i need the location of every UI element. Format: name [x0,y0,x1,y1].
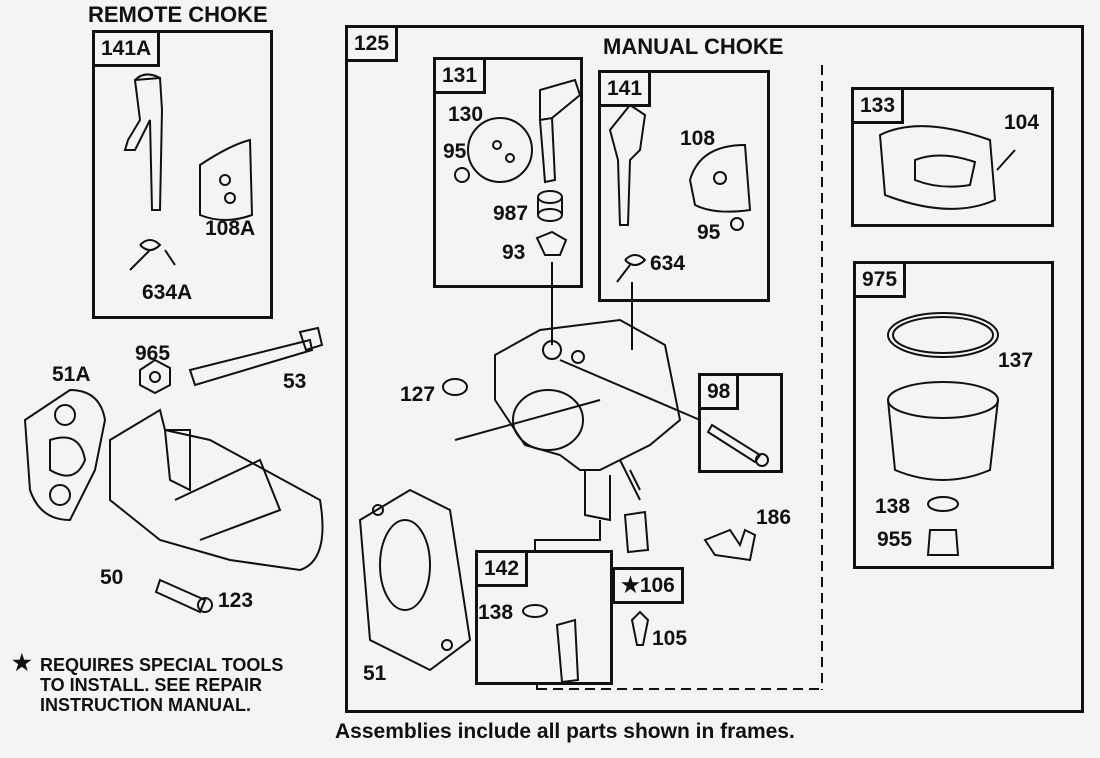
part-label: 634A [142,281,193,304]
frame-tag: 141A [92,30,161,68]
part-label: 93 [502,241,526,264]
part-label: 987 [493,202,529,225]
frame-975: 975 [853,261,1054,569]
leader-lines [454,262,701,690]
choke-shaft-131-drawing [538,78,582,184]
part-label: 634 [650,252,686,275]
part-label: 95 [697,221,721,244]
gasket-137-drawing [887,312,999,358]
spring-634A-drawing [129,239,176,271]
dashed-separator [537,65,823,690]
special-tools-note: ★ REQUIRES SPECIAL TOOLS TO INSTALL. SEE… [12,650,284,716]
frame-98: 98 [698,373,783,473]
needle-jet-142-drawing [522,604,580,684]
float-bowl-975-drawing [887,381,999,481]
spring-634-drawing [616,254,647,283]
screw-95-drawing [454,167,470,183]
note-line: REQUIRES SPECIAL TOOLS [40,655,284,675]
needle-98-drawing [706,423,769,467]
choke-valve-130-drawing [467,117,533,183]
footer-note: Assemblies include all parts shown in fr… [335,720,795,743]
frame-tag: 975 [853,261,907,299]
carburetor-body-125-drawing [494,318,682,522]
part-label: 965 [135,342,171,365]
part-label: 138 [478,601,514,624]
cap-127-drawing [442,378,468,396]
choke-lever-141A-drawing [123,73,164,211]
choke-plate-108A-drawing [199,138,254,221]
frame-tag: ★106 [612,567,684,605]
part-label: 138 [875,495,911,518]
note-line: TO INSTALL. SEE REPAIR [40,675,263,695]
part-label: 186 [756,506,792,529]
part-label: 137 [998,349,1034,372]
frame-tag: 125 [345,25,399,63]
remote-choke-title: REMOTE CHOKE [88,2,268,27]
needle-105-drawing [630,610,650,646]
fitting-186-drawing [703,528,757,562]
part-label: 104 [1004,111,1040,134]
bolt-955-drawing [926,529,960,556]
frame-tag: 131 [433,57,487,95]
part-label: 51A [52,363,91,386]
gasket-51A-drawing [23,388,107,522]
frame-141: 141 [598,70,770,302]
part-label: 95 [443,140,467,163]
part-label: 53 [283,370,307,393]
throttle-plate-108-drawing [688,143,752,213]
bushing-987-drawing [537,190,563,222]
frame-141A: 141A [92,30,273,319]
part-label: 50 [100,566,124,589]
intake-elbow-50-drawing [109,408,324,572]
fitting-53-drawing [188,326,324,387]
pin-104-drawing [996,149,1016,171]
part-label: 108A [205,217,256,240]
float-133-drawing [878,125,997,210]
frame-tag: 98 [698,373,740,411]
seat-106-drawing [623,510,650,554]
frame-tag: 141 [598,70,652,108]
frame-131: 131 [433,57,583,288]
throttle-lever-141-drawing [608,103,647,226]
frame-tag: 133 [851,87,905,125]
gasket-51-drawing [358,488,472,672]
frame-106: ★106 [612,567,684,605]
frame-tag: 142 [475,550,529,588]
part-label: 955 [877,528,913,551]
part-label: 127 [400,383,436,406]
washer-138-drawing [927,496,959,512]
part-label: 130 [448,103,484,126]
frame-125: 125 [345,25,1084,713]
part-label: 108 [680,127,716,150]
screw-123-drawing [154,578,213,614]
part-label: 123 [218,589,254,612]
frame-142: 142 [475,550,613,685]
seal-93-drawing [535,230,568,256]
star-icon: ★ [12,650,32,675]
screw-95b-drawing [730,217,744,231]
nut-965-drawing [139,358,171,395]
part-label: 51 [363,662,387,685]
frame-133: 133 [851,87,1054,227]
manual-choke-title: MANUAL CHOKE [603,34,784,59]
note-line: INSTRUCTION MANUAL. [40,695,251,715]
part-label: 105 [652,627,688,650]
